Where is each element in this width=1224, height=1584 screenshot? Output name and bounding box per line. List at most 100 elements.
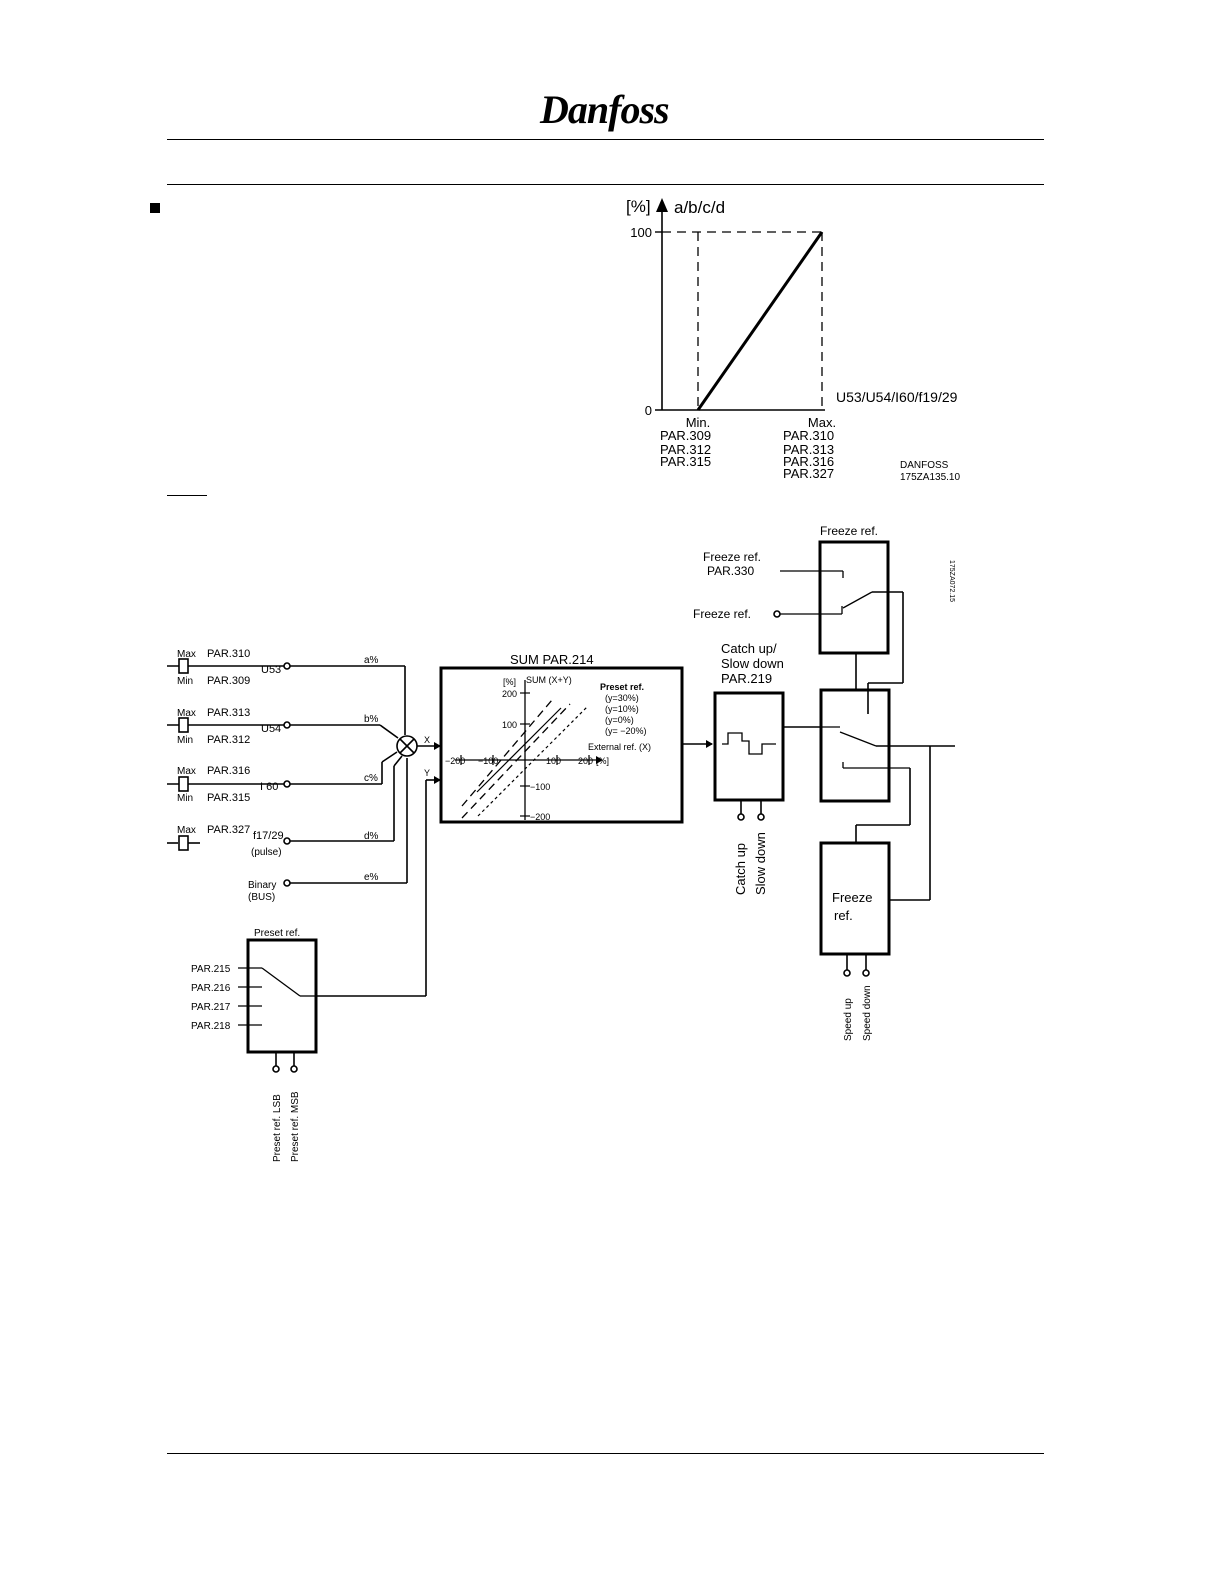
header-rule-top xyxy=(167,139,1044,140)
chart-y-unit: [%] xyxy=(626,197,651,216)
freeze-bottom-label: Freeze xyxy=(832,890,872,905)
chart-max-param: PAR.313 xyxy=(783,442,834,457)
input-binary-bus xyxy=(283,758,408,887)
header-rule-bottom xyxy=(167,184,1044,185)
input-min-label: Min xyxy=(177,793,193,804)
input-weight: c% xyxy=(364,773,378,784)
sum-legend-title: Preset ref. xyxy=(600,682,644,692)
freeze-par-label: PAR.330 xyxy=(707,564,754,578)
sum-y-tick: 200 xyxy=(502,689,517,699)
input-min-label: Min xyxy=(177,676,193,687)
freeze-top-title: Freeze ref. xyxy=(820,524,878,538)
preset-param: PAR.215 xyxy=(191,964,231,975)
preset-param: PAR.217 xyxy=(191,1002,231,1013)
chart-y-title: a/b/c/d xyxy=(674,198,725,217)
input-max-par: PAR.310 xyxy=(207,648,250,660)
sum-y-tick: −200 xyxy=(530,812,550,822)
preset-param: PAR.216 xyxy=(191,983,231,994)
chart-y-arrow-icon xyxy=(656,198,668,212)
preset-lsb-terminal-label: Preset ref. LSB xyxy=(272,1094,283,1162)
preset-msb-terminal-label: Preset ref. MSB xyxy=(290,1091,301,1162)
input-weight: b% xyxy=(364,714,379,725)
catch-up-terminal-label: Catch up xyxy=(733,843,748,895)
danfoss-logo: Danfoss xyxy=(540,87,670,132)
input-max-par: PAR.327 xyxy=(207,824,250,836)
catch-up-title: Catch up/ xyxy=(721,641,777,656)
sum-legend-item: (y=30%) xyxy=(605,693,639,703)
preset-ref-title: Preset ref. xyxy=(254,928,300,939)
chart-min-param: PAR.309 xyxy=(660,428,711,443)
input-weight: e% xyxy=(364,872,379,883)
catch-up-title: Slow down xyxy=(721,656,784,671)
sum-y-unit: [%] xyxy=(503,677,516,687)
freeze-terminal-label: Freeze ref. xyxy=(693,607,751,621)
sum-x-tick: 200 xyxy=(578,756,593,766)
chart-series-line xyxy=(696,231,824,411)
input-terminal: Binary xyxy=(248,880,276,891)
sum-block xyxy=(439,666,684,824)
sum-x-tick: 100 xyxy=(546,756,561,766)
section-bullet-icon xyxy=(150,203,160,213)
input-min-par: PAR.315 xyxy=(207,792,250,804)
input-terminal: U53 xyxy=(261,664,281,676)
chart-max-param: PAR.310 xyxy=(783,428,834,443)
input-terminal: f17/29 xyxy=(253,830,284,842)
freeze-bottom-label: ref. xyxy=(834,908,853,923)
footer-rule xyxy=(167,1453,1044,1454)
catch-up-block xyxy=(713,691,785,802)
chart-drawing-id: DANFOSS xyxy=(900,460,949,471)
sum-block-title: SUM PAR.214 xyxy=(510,652,594,667)
freeze-par-label: Freeze ref. xyxy=(703,550,761,564)
reference-block-diagram: 175ZA072.15 Max Min PAR.310 PAR.309 U53 … xyxy=(167,524,955,1162)
input-max-label: Max xyxy=(177,708,196,719)
y-label: Y xyxy=(424,768,430,778)
input-max-label: Max xyxy=(177,649,196,660)
note-underline xyxy=(167,495,207,496)
input-min-par: PAR.312 xyxy=(207,734,250,746)
sum-legend-item: (y=10%) xyxy=(605,704,639,714)
chart-min-param: PAR.312 xyxy=(660,442,711,457)
chart-max-param: PAR.316 xyxy=(783,454,834,469)
sum-x-tick: −200 xyxy=(445,756,465,766)
slow-down-terminal-label: Slow down xyxy=(753,832,768,895)
input-max-par: PAR.313 xyxy=(207,707,250,719)
input-terminal: U54 xyxy=(261,723,281,735)
sum-y-tick: 100 xyxy=(502,720,517,730)
freeze-ref-top-block xyxy=(818,540,890,655)
input-min-label: Min xyxy=(177,735,193,746)
catch-up-title: PAR.219 xyxy=(721,671,772,686)
scaling-chart: [%] a/b/c/d 100 0 U53/U54/I60/f19/29 Min… xyxy=(626,197,960,483)
chart-x-max-label: Max. xyxy=(808,415,836,430)
chart-x-min-label: Min. xyxy=(686,415,711,430)
summing-junction-icon xyxy=(396,735,418,757)
sum-y-tick: −100 xyxy=(530,782,550,792)
input-terminal: I 60 xyxy=(260,781,278,793)
speed-down-terminal-label: Speed down xyxy=(862,985,873,1041)
input-u54 xyxy=(167,717,399,739)
input-terminal-sub: (BUS) xyxy=(248,892,275,903)
chart-y-zero-label: 0 xyxy=(645,403,652,418)
freeze-ref-bottom-block xyxy=(819,841,891,956)
chart-drawing-id: 175ZA135.10 xyxy=(900,472,960,483)
input-max-label: Max xyxy=(177,825,196,836)
input-i60 xyxy=(167,751,398,792)
sum-x-tick: −100 xyxy=(478,756,498,766)
sum-x-title: External ref. (X) xyxy=(588,742,651,752)
sum-x-unit: [%] xyxy=(596,756,609,766)
sum-legend-item: (y= −20%) xyxy=(605,726,647,736)
input-max-par: PAR.316 xyxy=(207,765,250,777)
sum-y-title: SUM (X+Y) xyxy=(526,675,572,685)
chart-x-title: U53/U54/I60/f19/29 xyxy=(836,389,958,405)
chart-min-param: PAR.315 xyxy=(660,454,711,469)
speed-up-terminal-label: Speed up xyxy=(843,998,854,1041)
chart-y-max-label: 100 xyxy=(630,225,652,240)
input-max-label: Max xyxy=(177,766,196,777)
input-terminal-sub: (pulse) xyxy=(251,847,282,858)
sum-legend-item: (y=0%) xyxy=(605,715,634,725)
input-u53 xyxy=(167,658,406,735)
input-weight: d% xyxy=(364,831,379,842)
chart-max-param: PAR.327 xyxy=(783,466,834,481)
preset-param: PAR.218 xyxy=(191,1021,231,1032)
x-label: X xyxy=(424,735,430,745)
input-min-par: PAR.309 xyxy=(207,675,250,687)
